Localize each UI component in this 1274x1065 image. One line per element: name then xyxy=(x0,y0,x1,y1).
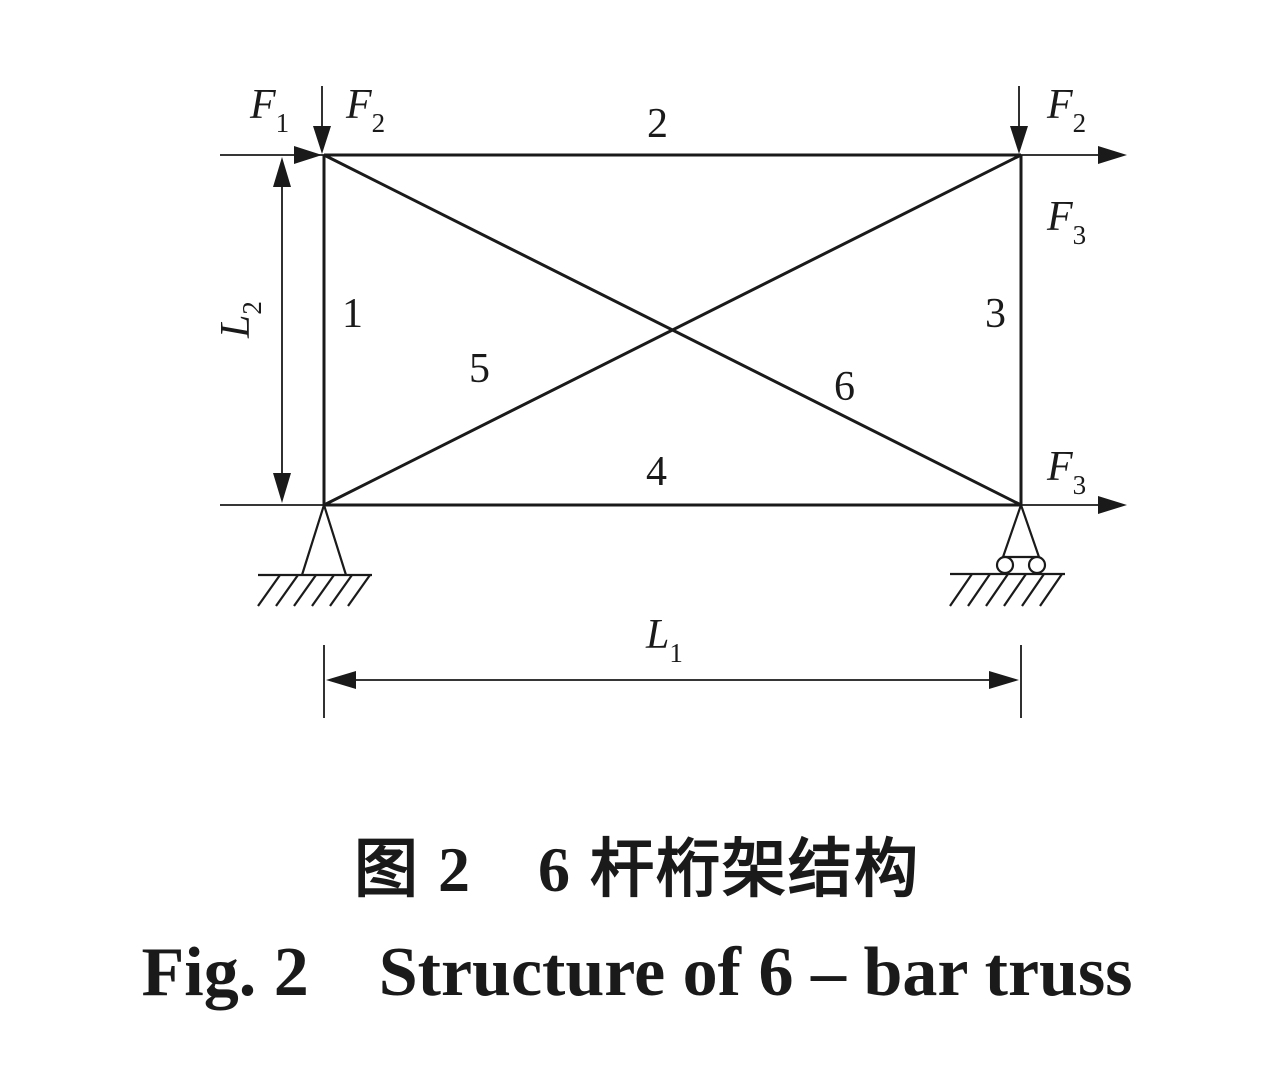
force-label-f3-lower: F3 xyxy=(1046,444,1086,500)
f1-arrowhead xyxy=(294,146,322,164)
figure-caption-chinese: 图 2 6 杆桁架结构 xyxy=(354,834,920,905)
bar-label-2: 2 xyxy=(647,101,668,147)
pinned-support xyxy=(257,504,372,607)
dimension-label-l2: L2 xyxy=(213,301,267,339)
dimension-label-l1: L1 xyxy=(645,612,683,668)
roller-support xyxy=(949,501,1065,607)
f2-right-vertical-arrowhead xyxy=(1010,126,1028,154)
l2-top-arrowhead xyxy=(273,157,291,187)
bar-label-5: 5 xyxy=(469,346,490,392)
bar-6 xyxy=(323,153,1022,507)
l1-right-arrowhead xyxy=(989,671,1019,689)
f2-left-arrowhead xyxy=(313,126,331,154)
force-label-f3-upper: F3 xyxy=(1046,194,1086,250)
bar-label-4: 4 xyxy=(646,449,667,495)
force-label-f1: F1 xyxy=(249,82,289,138)
bar-label-3: 3 xyxy=(985,291,1006,337)
l1-left-arrowhead xyxy=(326,671,356,689)
force-label-f2-right: F2 xyxy=(1046,82,1086,138)
force-label-f2-left: F2 xyxy=(345,82,385,138)
l2-bottom-arrowhead xyxy=(273,473,291,503)
figure-caption-english: Fig. 2 Structure of 6 – bar truss xyxy=(141,934,1133,1011)
f2-right-horizontal-arrowhead xyxy=(1098,146,1127,164)
bar-label-1: 1 xyxy=(342,291,363,337)
f3-right-horizontal-arrowhead xyxy=(1098,496,1127,514)
bar-label-6: 6 xyxy=(834,364,855,410)
